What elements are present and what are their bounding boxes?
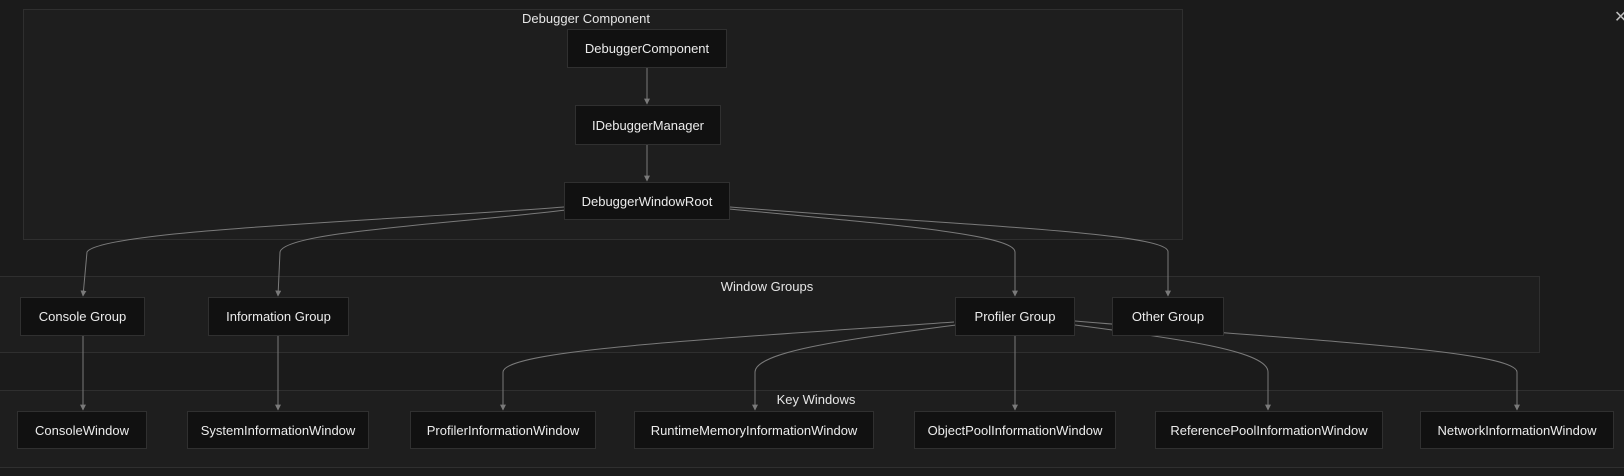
node-runtimememoryinformationwindow[interactable]: RuntimeMemoryInformationWindow [634,411,874,449]
node-idebuggermanager[interactable]: IDebuggerManager [575,105,721,145]
node-networkinformationwindow[interactable]: NetworkInformationWindow [1420,411,1614,449]
node-objectpoolinformationwindow[interactable]: ObjectPoolInformationWindow [914,411,1116,449]
node-systeminformationwindow[interactable]: SystemInformationWindow [187,411,369,449]
cluster-label-window-groups: Window Groups [720,279,814,294]
close-icon[interactable]: ✕ [1614,9,1624,26]
node-console-group[interactable]: Console Group [20,297,145,336]
node-profiler-group[interactable]: Profiler Group [955,297,1075,336]
node-debuggerwindowroot[interactable]: DebuggerWindowRoot [564,182,730,220]
cluster-label-debugger-component: Debugger Component [522,11,650,26]
node-referencepoolinformationwindow[interactable]: ReferencePoolInformationWindow [1155,411,1383,449]
node-other-group[interactable]: Other Group [1112,297,1224,336]
node-consolewindow[interactable]: ConsoleWindow [17,411,147,449]
node-information-group[interactable]: Information Group [208,297,349,336]
node-debuggercomponent[interactable]: DebuggerComponent [567,29,727,68]
cluster-label-key-windows: Key Windows [776,392,856,407]
node-profilerinformationwindow[interactable]: ProfilerInformationWindow [410,411,596,449]
